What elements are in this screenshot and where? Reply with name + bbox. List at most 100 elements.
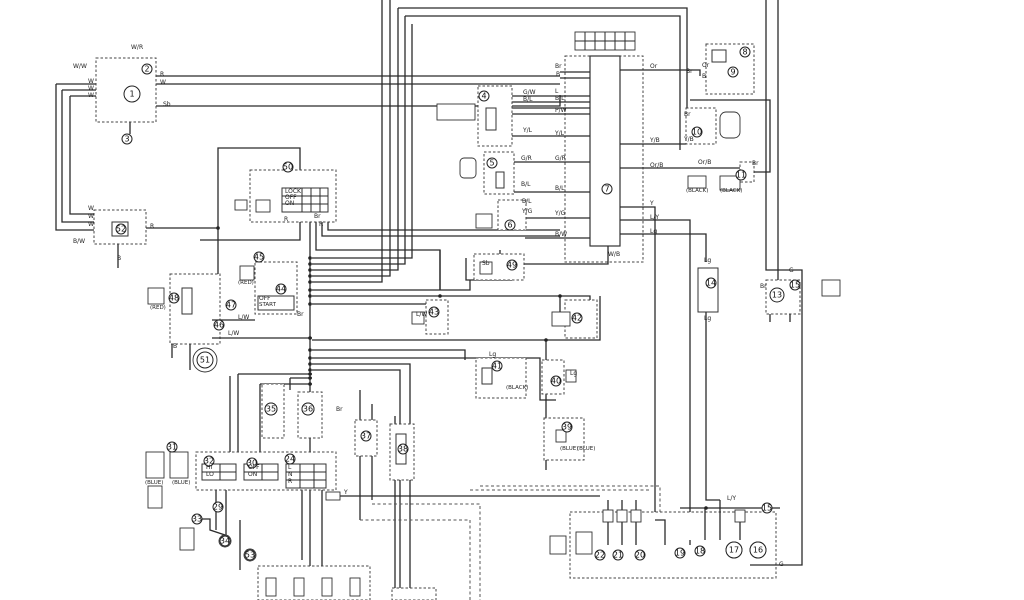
wire-label: (BLUE) [172, 480, 190, 486]
component-callout-c15b: 15 [761, 502, 773, 514]
svg-text:6: 6 [507, 221, 512, 230]
middle-wires [312, 250, 601, 600]
component-callout-c31: 31 [166, 441, 178, 453]
wire-label: W/B [608, 251, 620, 258]
svg-text:18: 18 [695, 547, 705, 556]
wire-label: B [173, 343, 177, 350]
component-callout-c7: 7 [601, 183, 613, 195]
wire-label: (BLUE) [145, 480, 163, 486]
sensor-connector-2 [459, 157, 477, 179]
component-callout-c43: 43 [428, 306, 440, 318]
component-callout-c19: 19 [674, 547, 686, 559]
wire-label: Y/G [521, 208, 533, 215]
component-callout-c47: 47 [225, 299, 237, 311]
wire-label: (BLACK) [720, 188, 742, 194]
svg-text:47: 47 [226, 301, 236, 310]
wire-label: G [789, 267, 794, 274]
component-callout-c21: 21 [612, 549, 624, 561]
component-callout-c11: 11 [735, 169, 747, 181]
component-callout-c1: 1 [123, 85, 141, 103]
wire-label: Y/G [554, 210, 566, 217]
wire-label: Lg [570, 370, 577, 377]
wire-label: W [88, 221, 94, 228]
svg-text:33: 33 [192, 515, 202, 524]
svg-text:10: 10 [692, 128, 702, 137]
svg-text:40: 40 [551, 377, 561, 386]
connector-13 [821, 279, 841, 297]
component-callout-c48: 48 [168, 292, 180, 304]
svg-text:32: 32 [204, 457, 214, 466]
wire-label: HI [206, 464, 213, 471]
svg-text:29: 29 [213, 503, 223, 512]
ecu [589, 55, 621, 247]
svg-text:3: 3 [124, 135, 129, 144]
wire-label: Br [684, 111, 691, 118]
wire-label: Sb [163, 101, 171, 108]
component-callout-c35: 35 [264, 402, 278, 416]
svg-text:30: 30 [247, 459, 257, 468]
component-43-box [425, 299, 449, 335]
svg-text:42: 42 [572, 314, 582, 323]
wire-label: (BLACK) [686, 188, 708, 194]
wire-label: Br [314, 213, 321, 220]
wire-label: ON [285, 200, 294, 207]
svg-text:15: 15 [762, 504, 772, 513]
svg-text:19: 19 [675, 549, 685, 558]
component-callout-c2: 2 [141, 63, 153, 75]
component-callout-c44: 44 [275, 283, 287, 295]
wire-label: R [288, 478, 292, 485]
wire-label: B/W [555, 231, 567, 238]
svg-text:48: 48 [169, 294, 179, 303]
battery-box [169, 273, 221, 345]
svg-text:44: 44 [276, 285, 286, 294]
wire-label: W/W [73, 63, 87, 70]
meter-wires [607, 312, 780, 566]
svg-text:16: 16 [753, 546, 763, 555]
component-callout-c30: 30 [246, 457, 258, 469]
wire-label: R [150, 223, 154, 230]
wire-label: ON [248, 471, 257, 478]
svg-text:38: 38 [398, 445, 408, 454]
meter-assembly-box [569, 511, 777, 579]
svg-text:4: 4 [481, 92, 486, 101]
sensor-connector-3 [475, 213, 493, 229]
wire-label: (RED) [238, 280, 254, 286]
wire-label: W/R [131, 44, 143, 51]
svg-text:41: 41 [492, 362, 502, 371]
wire-label: Br [752, 160, 759, 167]
svg-text:15: 15 [790, 281, 800, 290]
component-callout-c36: 36 [301, 402, 315, 416]
wire-label: W [88, 92, 94, 99]
wire-label: Br [555, 63, 562, 70]
component-callout-c13: 13 [769, 287, 785, 303]
wire-label: Lg [704, 257, 711, 264]
wire-label: L/W [416, 311, 427, 318]
lower-left-wires [215, 373, 600, 600]
wire-label: R [160, 71, 164, 78]
wire-label: B [702, 73, 706, 80]
svg-text:13: 13 [772, 291, 782, 300]
wire-label: OFF [248, 464, 260, 471]
wire-label: Sb [482, 260, 490, 267]
svg-text:52: 52 [116, 225, 126, 234]
svg-text:9: 9 [730, 68, 735, 77]
wire-label: B/L [521, 181, 531, 188]
wire-label: LO [206, 471, 214, 478]
wire-label: G/R [555, 155, 566, 162]
component-callout-c14: 14 [705, 277, 717, 289]
svg-text:49: 49 [507, 261, 517, 270]
wire-label: W [160, 79, 166, 86]
wire-label: N [288, 471, 293, 478]
sensor-connector-10 [719, 111, 741, 139]
wire-label: B [556, 71, 560, 78]
component-callout-c50: 50 [282, 161, 294, 173]
svg-text:20: 20 [635, 551, 645, 560]
fuse-14 [697, 267, 719, 313]
svg-text:43: 43 [429, 308, 439, 317]
wire-label: Br [297, 311, 304, 318]
component-callout-c40: 40 [550, 375, 562, 387]
svg-text:1: 1 [129, 90, 134, 99]
